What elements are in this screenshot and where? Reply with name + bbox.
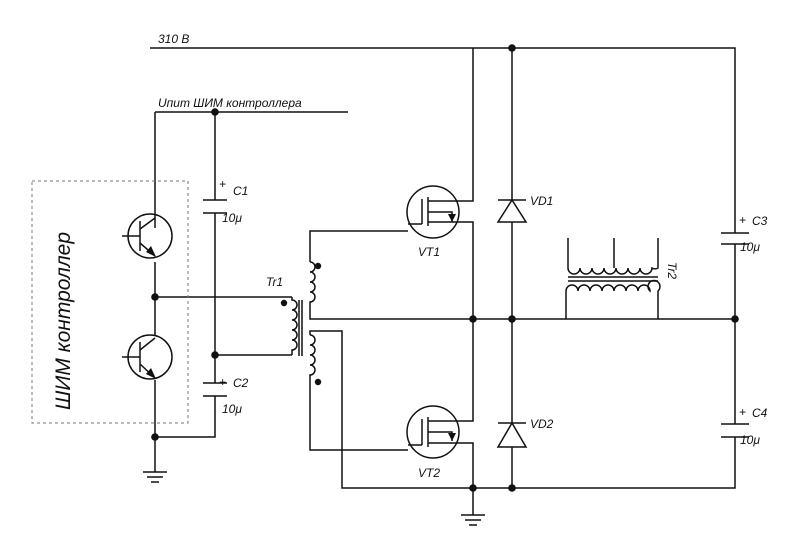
c4-value: 10μ — [740, 433, 760, 447]
diode-vd2 — [496, 421, 528, 448]
vt2-gate-wire — [309, 386, 408, 451]
mosfet-vt1 — [406, 48, 474, 319]
tr2-label: Tr2 — [665, 262, 679, 279]
capacitor-c4 — [721, 423, 749, 438]
c3-value: 10μ — [740, 240, 760, 254]
c1-c2-column-wire — [155, 112, 216, 438]
c1-value: 10μ — [222, 211, 242, 225]
transformer-tr1 — [291, 261, 316, 386]
c2-plus: + — [219, 375, 226, 389]
vt2-label: VT2 — [418, 466, 440, 480]
capacitor-c2 — [203, 382, 227, 397]
c2-name: C2 — [233, 376, 249, 390]
pwm-supply-label: Uпит ШИМ контроллера — [158, 96, 302, 110]
upper-transistor — [122, 213, 173, 259]
tr1-primary-dot — [280, 299, 288, 307]
c1-name: C1 — [233, 184, 248, 198]
vd1-label: VD1 — [530, 194, 553, 208]
supply-310v-label: 310 В — [158, 32, 189, 46]
diode-vd1 — [496, 198, 528, 223]
ground-symbol-left — [143, 471, 167, 483]
ground-symbol-bottom — [461, 514, 485, 526]
c1-plus: + — [219, 177, 226, 191]
ground-return-wire — [309, 330, 736, 489]
transformer-tr2 — [565, 238, 661, 319]
lower-transistor — [122, 334, 173, 380]
vt1-label: VT1 — [418, 245, 440, 259]
vd2-label: VD2 — [530, 417, 554, 431]
c3-plus: + — [739, 213, 746, 227]
junction-dots — [151, 44, 739, 492]
pwm-controller-label: ШИМ контроллер — [52, 232, 75, 410]
vt1-source-wire — [309, 312, 735, 320]
vt1-gate-wire — [309, 230, 408, 262]
supply-310v-rail — [150, 47, 736, 233]
c2-value: 10μ — [222, 402, 242, 416]
capacitor-c3 — [721, 232, 749, 245]
tr1-sec1-dot — [314, 262, 322, 270]
mosfet-vt2 — [406, 319, 474, 515]
tr1-sec2-dot — [314, 378, 322, 386]
c4-name: C4 — [752, 406, 768, 420]
capacitor-c1 — [203, 199, 227, 214]
tr1-label: Tr1 — [266, 275, 283, 289]
c4-plus: + — [739, 405, 746, 419]
pwm-controller-box — [31, 180, 189, 424]
c3-name: C3 — [752, 214, 768, 228]
